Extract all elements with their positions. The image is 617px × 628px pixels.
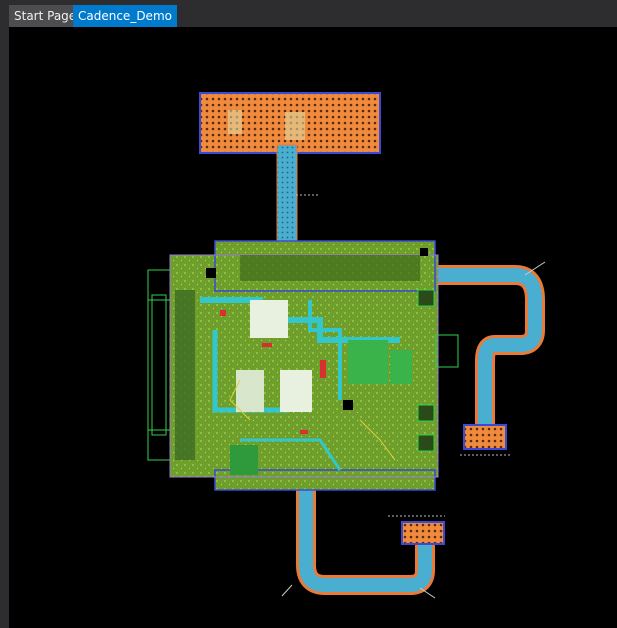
main-pcb-board[interactable] (169, 240, 459, 491)
left-gutter (0, 27, 9, 628)
flex-trace-right[interactable] (434, 261, 546, 456)
flex-trace-top[interactable] (276, 144, 318, 246)
left-connector-outline (147, 269, 173, 461)
document-tab-bar: Start Page Cadence_Demo (0, 0, 617, 27)
tab-cadence-demo[interactable]: Cadence_Demo (73, 5, 177, 27)
pcb-drawing (147, 92, 546, 599)
tab-start-page[interactable]: Start Page (9, 5, 82, 27)
pcb-layout-canvas[interactable] (9, 27, 617, 628)
flex-trace-bottom[interactable] (281, 485, 445, 599)
top-connector[interactable] (199, 92, 381, 154)
